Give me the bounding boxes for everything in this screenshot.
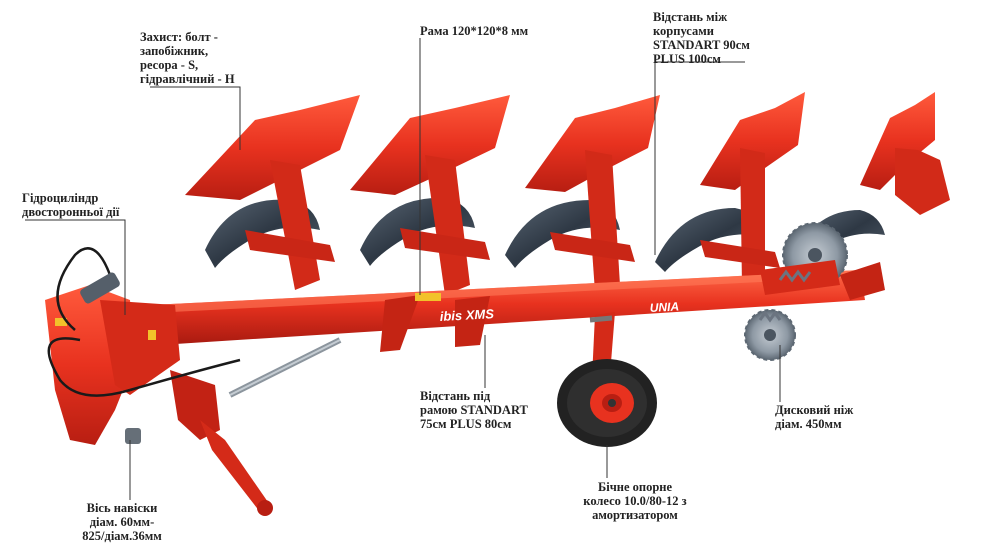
plough-body-3 [505,95,660,292]
hydraulic-cylinder [80,272,120,304]
plough-body-2 [350,95,510,295]
label-frame: Рама 120*120*8 мм [420,24,529,38]
label-disc: Дисковий ніж діам. 450мм [775,403,854,431]
spring-assembly [758,269,812,323]
adjust-rod [228,337,342,398]
plough-body-4 [655,92,805,286]
headstock [45,285,220,445]
label-wheel: Бічне опорне колесо 10.0/80-12 з амортиз… [583,480,687,522]
label-cylinder: Гідроциліндр двосторонньої дії [22,191,120,219]
disc-coulter-2 [744,309,796,361]
support-wheel [557,312,657,447]
label-protection: Захист: болт - запобіжник, ресора - S, г… [140,30,235,86]
brand-maker: UNIA [649,299,679,315]
label-spacing: Відстань між корпусами STANDART 90см PLU… [653,10,750,66]
leader-lines [25,38,781,500]
hitch-axle [125,420,273,516]
label-clearance: Відстань під рамою STANDART 75см PLUS 80… [420,389,528,431]
plough-body-1 [185,95,360,290]
label-axle: Вісь навіски діам. 60мм- 825/діам.36мм [82,501,162,543]
main-frame-beam [150,270,865,352]
hydraulic-hoses [47,247,241,397]
brand-model: ibis XMS [439,306,494,324]
